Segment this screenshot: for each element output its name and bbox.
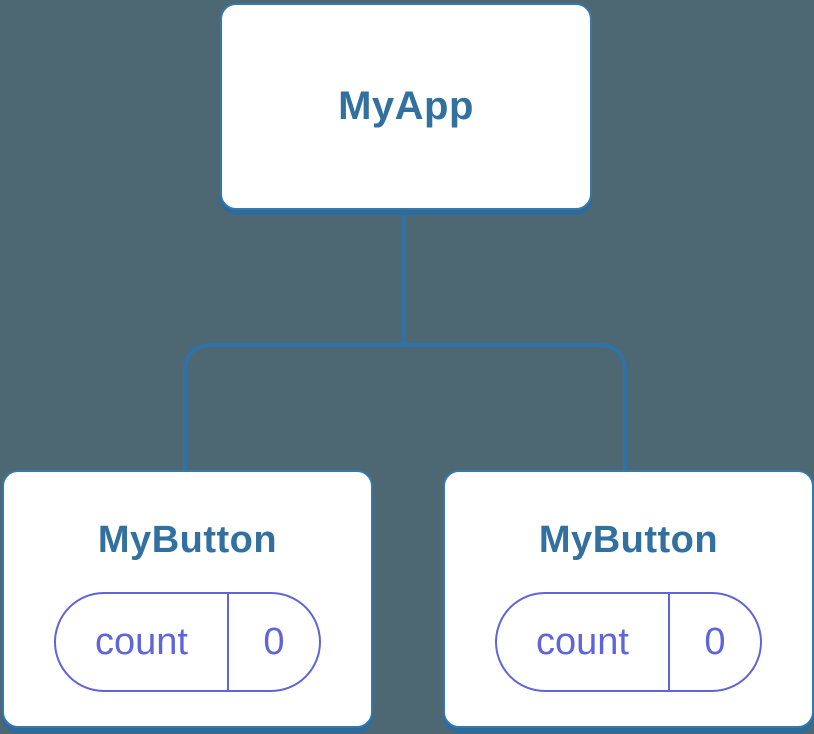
component-title: MyButton bbox=[97, 519, 278, 561]
state-value: 0 bbox=[227, 594, 319, 690]
component-node-mybutton-right: MyButton count 0 bbox=[443, 470, 814, 728]
state-label: count bbox=[536, 620, 629, 663]
state-pill: count 0 bbox=[495, 592, 762, 692]
state-pill: count 0 bbox=[54, 592, 321, 692]
tree-connector-stem bbox=[402, 212, 406, 347]
component-node-mybutton-left: MyButton count 0 bbox=[2, 470, 373, 728]
state-label: count bbox=[95, 620, 188, 663]
tree-connector-branch bbox=[183, 343, 627, 474]
component-node-myapp: MyApp bbox=[220, 3, 592, 210]
state-value: 0 bbox=[668, 594, 760, 690]
component-title: MyApp bbox=[338, 84, 474, 128]
component-title: MyButton bbox=[538, 519, 719, 561]
